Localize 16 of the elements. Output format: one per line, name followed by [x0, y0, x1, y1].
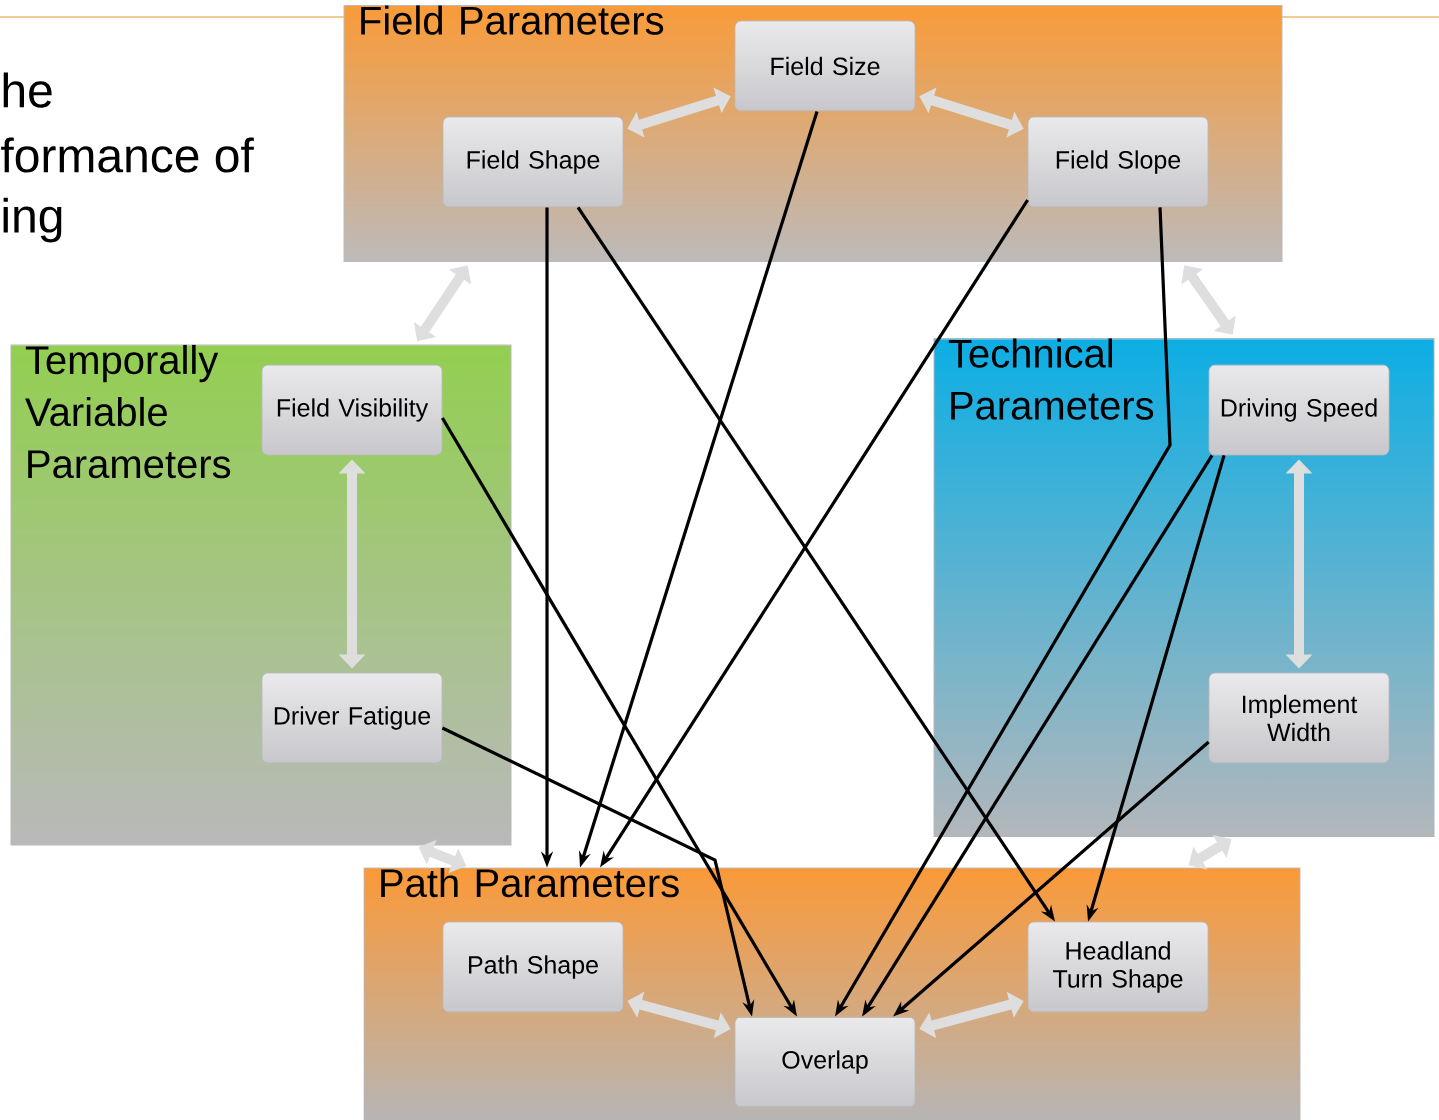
- parameter-box: Headland Turn Shape: [1027, 921, 1209, 1013]
- parameter-box: Implement Width: [1208, 672, 1390, 764]
- parameter-box: Driver Fatigue: [261, 672, 443, 764]
- parameter-box: Path Shape: [442, 921, 624, 1013]
- parameter-box: Driving Speed: [1208, 364, 1390, 456]
- slide-text: formance of: [1, 137, 254, 173]
- parameter-box: Field Visibility: [261, 364, 443, 456]
- double-arrow: [1188, 834, 1232, 870]
- parameter-box: Field Size: [734, 20, 916, 112]
- parameter-box: Overlap: [734, 1016, 916, 1108]
- parameter-box: Field Slope: [1027, 116, 1209, 208]
- slide-text: he: [3, 72, 52, 108]
- parameter-box: Field Shape: [442, 116, 624, 208]
- slide-text: ing: [3, 197, 62, 243]
- double-arrow: [627, 87, 731, 138]
- double-arrow: [1181, 265, 1236, 335]
